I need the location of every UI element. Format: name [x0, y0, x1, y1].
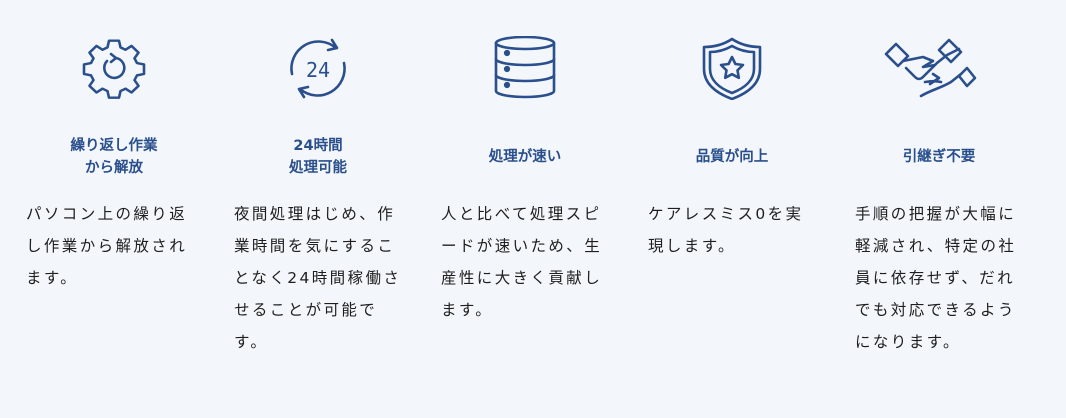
feature-title: 品質が向上: [695, 149, 769, 165]
feature-title: 24時間 処理可能: [289, 138, 347, 176]
feature-description: 人と比べて処理スピードが速いため、生産性に大きく貢献します。: [441, 205, 603, 319]
feature-title: 引継ぎ不要: [902, 149, 976, 165]
svg-text:24: 24: [306, 58, 330, 82]
gear-refresh-icon: [66, 36, 162, 100]
24-hours-icon: 24: [270, 36, 366, 100]
handover-icon: [881, 36, 977, 100]
feature-description: 手順の把握が大幅に軽減され、特定の社員に依存せず、だれでも対応できるようになりま…: [855, 205, 1017, 351]
shield-star-icon: [684, 36, 780, 100]
feature-description: 夜間処理はじめ、作業時間を気にすることなく24時間稼働させることが可能です。: [234, 205, 402, 351]
feature-title: 処理が速い: [488, 149, 562, 165]
feature-title: 繰り返し作業 から解放: [70, 138, 158, 176]
feature-description: ケアレスミス0を実現します。: [648, 205, 804, 255]
feature-description: パソコン上の繰り返し作業から解放されます。: [26, 205, 188, 287]
database-icon: [477, 36, 573, 100]
